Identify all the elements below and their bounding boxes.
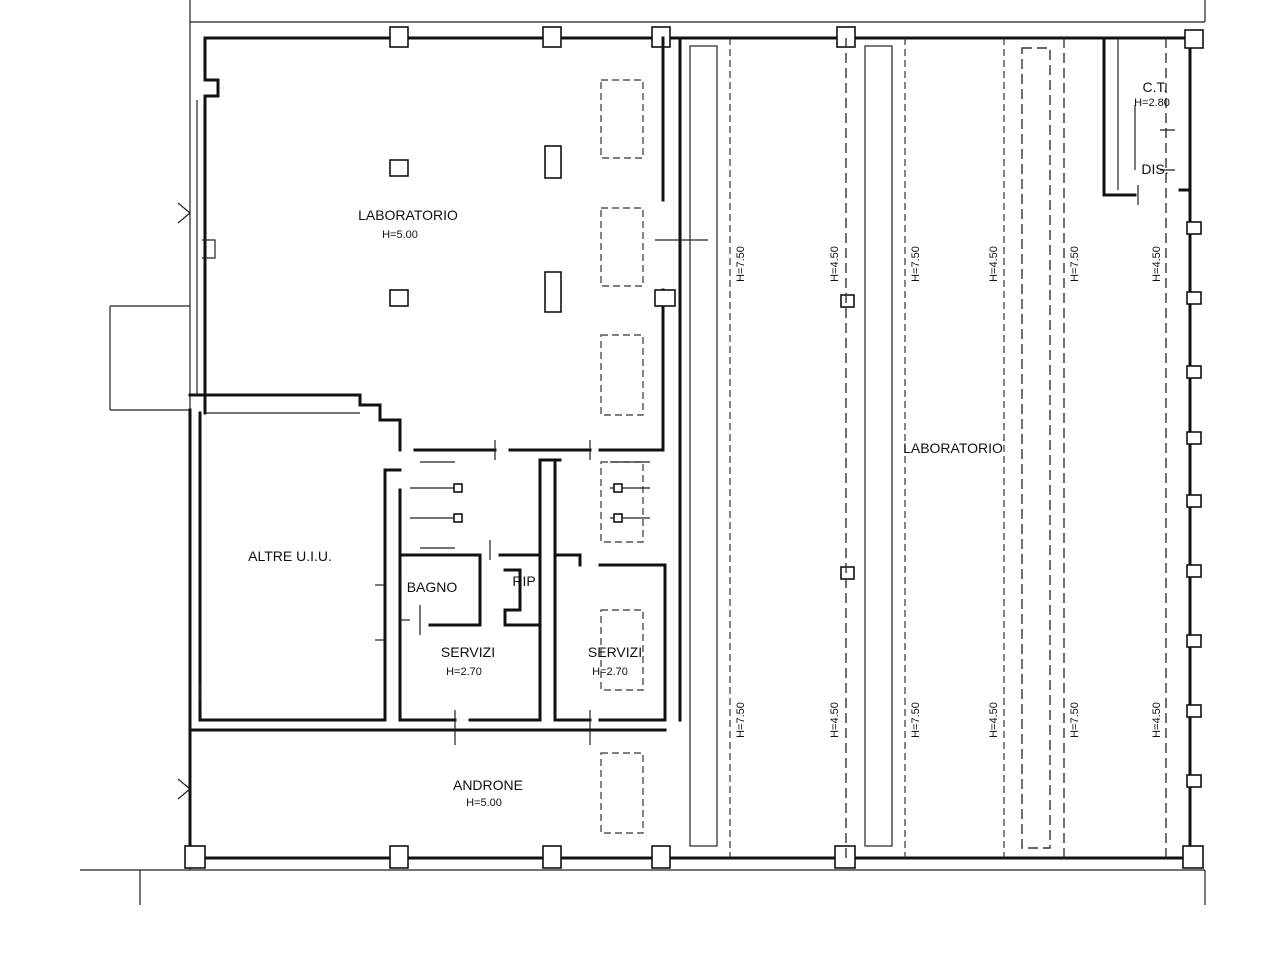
bagno-name: BAGNO: [407, 579, 458, 595]
androne-name: ANDRONE: [453, 777, 523, 793]
bay-height-bottom-3: H=7.50: [910, 702, 922, 738]
altre-uiu-walls: [198, 393, 402, 722]
divider-wall: [654, 36, 708, 722]
bay-height-top-2: H=4.50: [829, 246, 841, 282]
bay-height-top-1: H=7.50: [735, 246, 747, 282]
rip-name: RIP: [512, 573, 535, 589]
dis-name: DIS.: [1141, 161, 1168, 177]
bay-height-bottom-4: H=4.50: [988, 702, 1000, 738]
ct-dis-walls: [1102, 36, 1192, 205]
servizi-b-name: SERVIZI: [588, 644, 642, 660]
bay-height-labels: H=7.50 H=4.50 H=7.50 H=4.50 H=7.50 H=4.5…: [735, 246, 1163, 738]
servizi-a-height: H=2.70: [446, 666, 482, 678]
bay-height-bottom-1: H=7.50: [735, 702, 747, 738]
right-lab-bays: [689, 38, 1167, 858]
androne-height: H=5.00: [466, 797, 502, 809]
exterior-walls: [188, 36, 1192, 860]
bay-height-top-6: H=4.50: [1151, 246, 1163, 282]
laboratorio-left-height: H=5.00: [382, 229, 418, 241]
altre-uiu-name: ALTRE U.I.U.: [248, 548, 332, 564]
servizi-a-name: SERVIZI: [441, 644, 495, 660]
bay-height-top-4: H=4.50: [988, 246, 1000, 282]
ct-height: H=2.80: [1134, 97, 1170, 109]
laboratorio-left-name: LABORATORIO: [358, 207, 458, 223]
ct-name: C.T.: [1143, 79, 1168, 95]
laboratorio-right-name: LABORATORIO: [903, 440, 1003, 456]
room-labels: LABORATORIO H=5.00 LABORATORIO ALTRE U.I…: [248, 79, 1170, 809]
servizi-b-height: H=2.70: [592, 666, 628, 678]
perimeter-columns: [184, 26, 1204, 869]
bay-height-top-5: H=7.50: [1069, 246, 1081, 282]
bay-height-bottom-2: H=4.50: [829, 702, 841, 738]
bay-height-bottom-6: H=4.50: [1151, 702, 1163, 738]
dashed-skylights: [600, 79, 644, 834]
interior-pillars: [389, 145, 855, 580]
bay-height-top-3: H=7.50: [910, 246, 922, 282]
bay-height-bottom-5: H=7.50: [1069, 702, 1081, 738]
sanitary-fixtures: [410, 461, 650, 549]
service-block-walls: [188, 440, 667, 745]
